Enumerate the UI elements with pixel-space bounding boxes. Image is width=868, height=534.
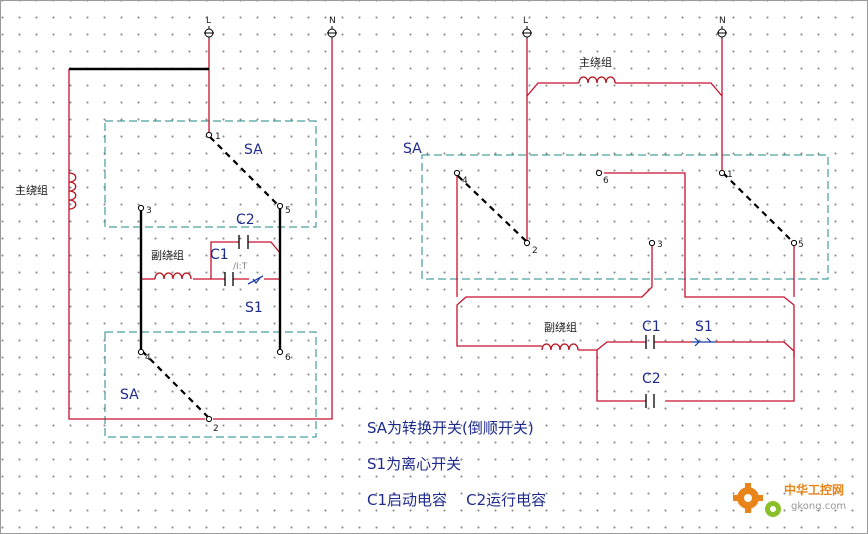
right-pin-6 [595,169,603,177]
right-pin-1-label: 1 [727,170,733,180]
left-switch-s1 [247,275,264,285]
left-capacitor-c1 [224,272,234,286]
note-s1: S1为离心开关 [367,455,461,473]
right-aux-winding-label: 副绕组 [544,320,577,334]
right-pin-3-label: 3 [657,240,663,250]
right-aux-winding-coil [541,343,579,351]
left-terminal-N [327,26,337,39]
logo-url: gkong.com [791,501,846,512]
note-capacitors: C1启动电容 C2运行电容 [367,491,546,509]
left-pin-6-label: 6 [285,353,291,363]
right-c2-label: C2 [642,371,661,387]
left-circuit: L N 主绕组 副绕组 [15,16,337,438]
note-sa: SA为转换开关(倒顺开关) [367,419,534,437]
left-pin-3-label: 3 [146,206,152,216]
left-pin-4-label: 4 [145,353,151,363]
logo-name: 中华工控网 [784,482,844,497]
left-switch-contact-1-5 [209,136,280,207]
left-main-winding-label: 主绕组 [15,183,48,197]
right-c1-label: C1 [642,319,661,335]
right-pin-3 [648,239,656,247]
right-pin-5 [790,239,798,247]
left-wire-main-return [68,69,205,420]
left-wire-N [213,39,333,420]
gkong-logo: 中华工控网 gkong.com [733,482,846,517]
left-pin-4 [137,348,145,356]
left-pin-1-label: 1 [215,132,221,142]
right-terminal-N-label: N [719,16,726,26]
left-pin-6 [276,348,284,356]
right-switch-s1 [691,337,715,347]
right-wire-pin6-loop [604,172,795,402]
right-pin-4-label: 4 [462,176,468,186]
left-main-winding-coil [68,172,77,210]
left-pin-5-label: 5 [285,206,291,216]
left-terminal-L-label: L [206,16,211,26]
right-pin-6-label: 6 [603,176,609,186]
right-terminal-L [522,26,532,39]
gear-icon [733,483,781,517]
left-c2-label: C2 [236,212,255,228]
right-wire-c1-branch [578,341,795,357]
left-terminal-N-label: N [329,16,336,26]
right-wire-main-winding [526,82,723,97]
left-sa-top-box [104,120,317,228]
left-wire-c2 [210,241,281,279]
right-capacitor-c2 [645,394,655,408]
right-wire-c2-branch [596,350,646,402]
right-pin-2-label: 2 [532,246,538,256]
right-sa-label: SA [403,141,422,157]
left-sa-bottom-box [104,331,317,438]
right-circuit: SA L N 主绕组 副绕组 [403,16,829,408]
right-switch-contact-1-5 [722,172,794,243]
right-pin-2 [523,239,531,247]
right-switch-contact-4-2 [457,175,527,242]
left-sa-bottom-label: SA [120,387,139,403]
right-s1-label: S1 [695,319,713,335]
right-terminal-L-label: L [523,16,528,26]
left-aux-winding-coil [154,272,192,280]
left-aux-winding-label: 副绕组 [151,248,184,262]
right-capacitor-c1 [645,335,655,349]
right-pin-1 [718,169,726,177]
right-pin-5-label: 5 [798,240,804,250]
left-c1-label: C1 [210,247,229,263]
right-main-winding-label: 主绕组 [579,55,612,69]
left-pin-2-label: 2 [213,424,219,434]
left-capacitor-c2 [238,235,249,249]
left-pin-2 [205,415,213,423]
left-pin-5 [276,202,284,210]
left-small-mark: /I:T [233,262,248,272]
left-sa-top-label: SA [244,142,263,158]
left-pin-1 [205,131,213,139]
right-wire-pin3-loop [456,245,653,347]
right-main-winding-coil [578,76,616,84]
right-sa-box [421,154,829,280]
right-terminal-N [717,26,727,39]
left-terminal-L [204,26,214,39]
right-pin-4 [453,169,461,177]
left-switch-contact-4-2 [141,350,209,418]
left-s1-label: S1 [245,300,263,316]
left-pin-3 [137,204,145,212]
